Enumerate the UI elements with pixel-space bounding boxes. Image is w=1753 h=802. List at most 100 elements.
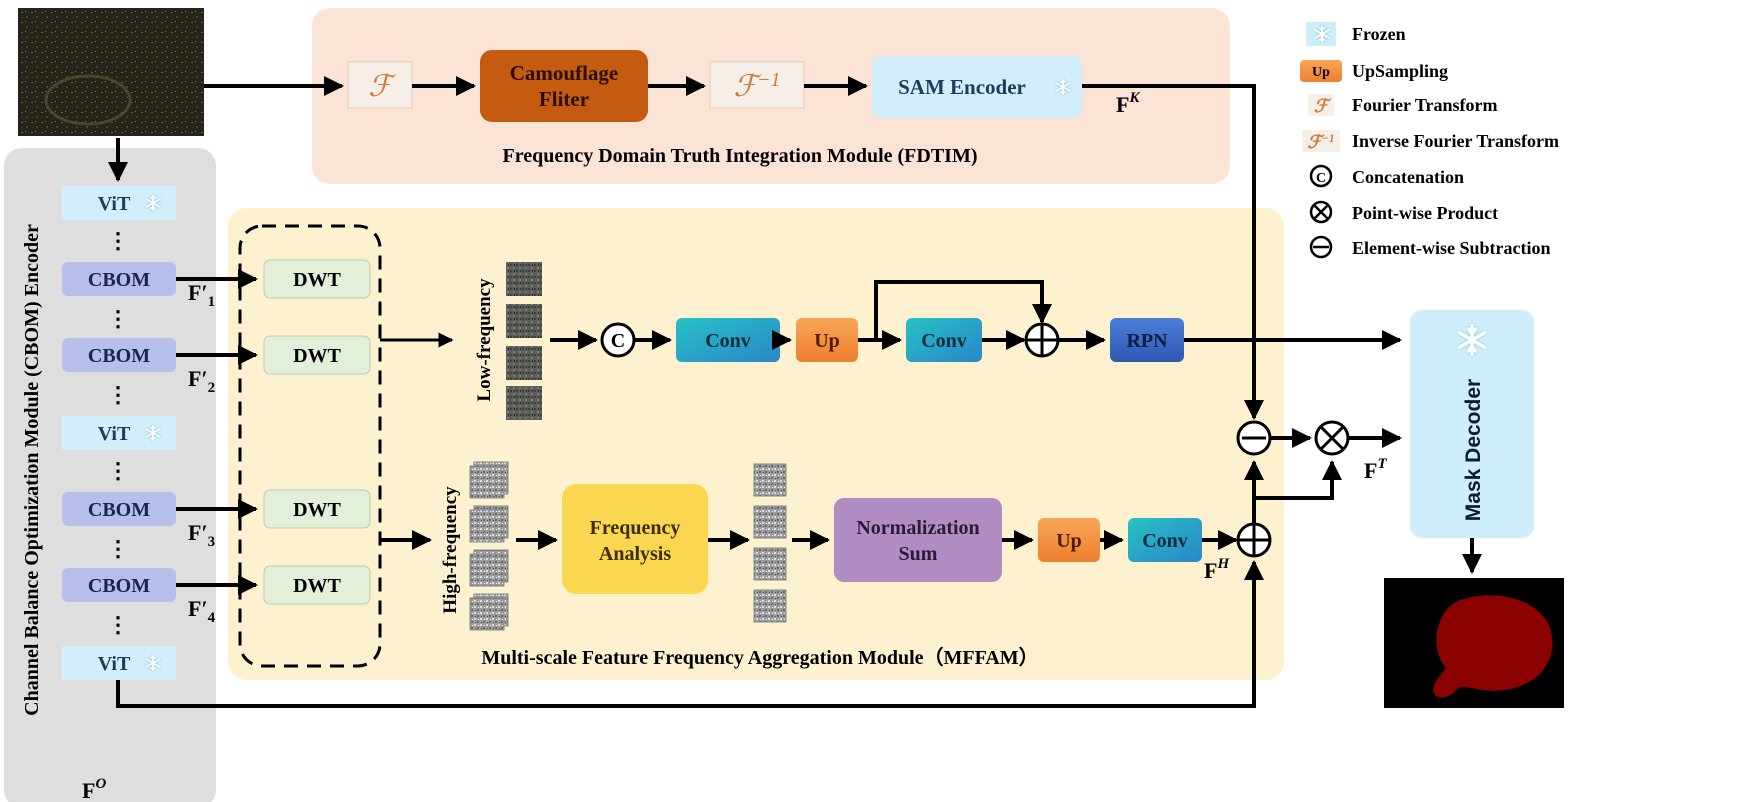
camouflage-filter-block: Camouflage Fliter [480, 50, 648, 122]
ellipsis: ⋮ [107, 536, 129, 561]
pointwise-product-icon [1314, 420, 1350, 456]
svg-text:Conv: Conv [1142, 530, 1188, 552]
inverse-fourier-icon: ℱ−1 [709, 61, 805, 109]
svg-text:Frequency: Frequency [590, 517, 681, 539]
legend: Frozen Up UpSampling ℱ Fourier Transform… [1300, 22, 1559, 259]
concatenation-icon [1309, 164, 1333, 188]
legend-item-elementwise-subtraction: Element-wise Subtraction [1309, 235, 1550, 259]
sam-encoder-block: SAM Encoder [872, 56, 1082, 118]
feature-label-f3: F′3 [188, 520, 215, 550]
svg-text:Conv: Conv [921, 330, 967, 352]
svg-text:DWT: DWT [293, 499, 341, 521]
legend-item-upsampling: Up UpSampling [1300, 60, 1448, 82]
mffam-title: Multi-scale Feature Frequency Aggregatio… [481, 646, 1038, 669]
svg-text:Inverse Fourier Transform: Inverse Fourier Transform [1352, 131, 1559, 151]
cbom-block-3: CBOM [62, 492, 176, 526]
svg-text:FO: FO [82, 776, 106, 802]
fk-path [1082, 84, 1264, 420]
up-block-high: Up [1038, 518, 1100, 562]
mask-decoder-block: Mask Decoder [1410, 310, 1534, 538]
svg-text:Camouflage: Camouflage [510, 61, 619, 85]
svg-text:ViT: ViT [98, 653, 131, 675]
svg-text:ℱ: ℱ [1314, 96, 1332, 116]
encoder-panel [4, 148, 216, 802]
dwt-block-1: DWT [263, 259, 371, 299]
svg-text:C: C [1316, 171, 1326, 186]
analyzed-thumbnails [753, 463, 787, 623]
legend-item-frozen: Frozen [1306, 22, 1406, 46]
svg-text:C: C [611, 330, 625, 352]
svg-text:FH: FH [1204, 556, 1230, 583]
conv-block-low-2: Conv [906, 318, 982, 362]
ellipsis: ⋮ [107, 458, 129, 483]
encoder-title: Channel Balance Optimization Module (CBO… [21, 224, 43, 716]
legend-item-inverse-fourier: ℱ−1 Inverse Fourier Transform [1302, 130, 1559, 152]
svg-text:ℱ−1: ℱ−1 [733, 69, 780, 103]
feature-label-ft: FT [1364, 456, 1387, 483]
svg-text:Up: Up [1312, 65, 1330, 80]
dwt-block-4: DWT [263, 565, 371, 605]
feature-label-f1: F′1 [188, 280, 215, 310]
svg-text:CBOM: CBOM [88, 575, 150, 597]
ellipsis: ⋮ [107, 228, 129, 253]
low-frequency-thumbnails [506, 262, 542, 420]
cbom-block-1: CBOM [62, 262, 176, 296]
dwt-block-3: DWT [263, 489, 371, 529]
fo-path [116, 560, 1264, 708]
cbom-block-2: CBOM [62, 338, 176, 372]
conv-block-low-1: Conv [676, 318, 780, 362]
high-frequency-thumbnails [469, 461, 509, 631]
svg-text:SAM Encoder: SAM Encoder [898, 75, 1026, 99]
svg-text:Analysis: Analysis [599, 543, 671, 565]
svg-text:Point-wise Product: Point-wise Product [1352, 203, 1498, 223]
svg-text:DWT: DWT [293, 575, 341, 597]
dwt-block-2: DWT [263, 335, 371, 375]
svg-text:CBOM: CBOM [88, 269, 150, 291]
cbom-block-4: CBOM [62, 568, 176, 602]
svg-text:Fourier Transform: Fourier Transform [1352, 95, 1497, 115]
svg-text:F′4: F′4 [188, 596, 216, 626]
inverse-fourier-icon [1302, 130, 1340, 152]
svg-text:FK: FK [1116, 90, 1140, 117]
low-frequency-label: Low-frequency [474, 278, 495, 402]
feature-label-fh: FH [1204, 556, 1230, 583]
svg-text:Mask Decoder: Mask Decoder [1462, 379, 1485, 521]
svg-text:UpSampling: UpSampling [1352, 61, 1448, 81]
svg-text:F′3: F′3 [188, 520, 215, 550]
legend-item-pointwise-product: Point-wise Product [1309, 200, 1498, 224]
vit-block-1: ViT [62, 186, 176, 220]
svg-text:Normalization: Normalization [856, 517, 979, 539]
fourier-icon: ℱ [347, 61, 413, 109]
dwt-group-box [238, 224, 382, 668]
frequency-analysis-block: Frequency Analysis [562, 484, 708, 594]
high-frequency-label: High-frequency [440, 486, 461, 614]
skip-connection [874, 280, 1052, 340]
normalization-sum-block: Normalization Sum [834, 498, 1002, 582]
feature-label-fo: FO [82, 776, 106, 802]
svg-text:Conv: Conv [705, 330, 751, 352]
legend-item-fourier: ℱ Fourier Transform [1308, 94, 1497, 116]
svg-text:Sum: Sum [899, 543, 938, 565]
elementwise-subtraction-icon [1236, 420, 1272, 456]
svg-text:F′2: F′2 [188, 366, 215, 396]
conv-block-high: Conv [1128, 518, 1202, 562]
svg-text:Up: Up [1056, 530, 1082, 552]
svg-text:FT: FT [1364, 456, 1387, 483]
feature-label-fk: FK [1116, 90, 1140, 117]
feature-label-f4: F′4 [188, 596, 216, 626]
fourier-icon [1308, 94, 1334, 116]
svg-text:RPN: RPN [1126, 330, 1168, 352]
rpn-block: RPN [1110, 318, 1184, 362]
svg-text:CBOM: CBOM [88, 345, 150, 367]
ellipsis: ⋮ [107, 382, 129, 407]
high-frequency-sum-icon [1236, 522, 1272, 558]
ellipsis: ⋮ [107, 306, 129, 331]
elementwise-sum-icon [1024, 322, 1060, 358]
upsampling-icon [1300, 60, 1342, 82]
svg-text:Concatenation: Concatenation [1352, 167, 1464, 187]
fh-to-product [1254, 460, 1342, 500]
svg-text:ViT: ViT [98, 423, 131, 445]
svg-text:F′1: F′1 [188, 280, 215, 310]
